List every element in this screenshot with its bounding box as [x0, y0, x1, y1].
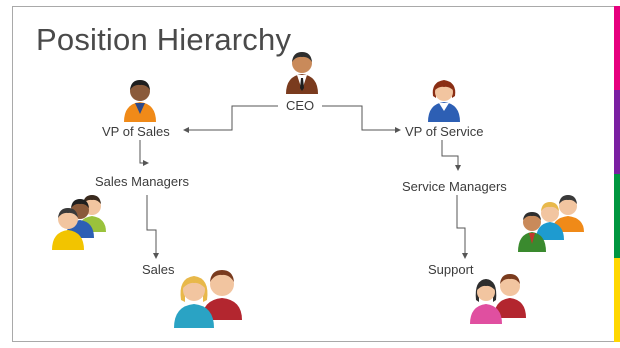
node-support: Support [428, 262, 474, 277]
edge-ceo-vp-sales [183, 105, 278, 133]
edge-ceo-vp-service [322, 105, 401, 133]
pair-of-people-icon [470, 274, 526, 324]
group-of-three-icon [52, 195, 106, 250]
accent-green [614, 174, 620, 258]
person-orange-icon [124, 80, 156, 122]
accent-purple [614, 90, 620, 174]
accent-yellow [614, 258, 620, 342]
edge-vp-sales-sales-managers [139, 140, 149, 166]
person-suit-icon [286, 52, 318, 94]
node-ceo: CEO [286, 98, 315, 113]
accent-strip [614, 6, 620, 342]
node-sales-managers: Sales Managers [95, 174, 189, 189]
group-of-three-icon [518, 195, 584, 252]
person-blue-icon [428, 80, 460, 122]
edge-vp-service-service-managers [441, 140, 461, 171]
node-sales: Sales [142, 262, 175, 277]
node-vp-sales: VP of Sales [102, 124, 170, 139]
diagram-title: Position Hierarchy [36, 22, 292, 57]
pair-of-people-icon [174, 270, 242, 328]
edge-service-managers-support [456, 195, 468, 259]
node-vp-service: VP of Service [405, 124, 484, 139]
accent-magenta [614, 6, 620, 90]
node-service-managers: Service Managers [402, 179, 507, 194]
edge-sales-managers-sales [146, 195, 159, 259]
